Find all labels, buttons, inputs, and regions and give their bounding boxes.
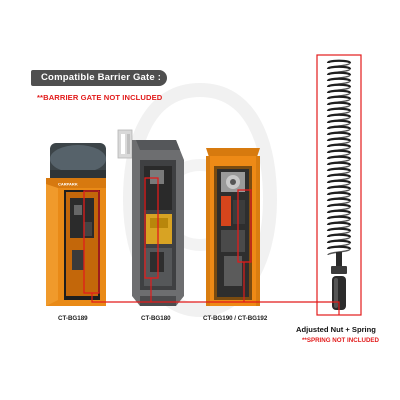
spring-coil	[326, 89, 352, 95]
connector-lines	[91, 262, 340, 315]
spring-coil	[326, 245, 352, 251]
brand-text: CARPARK	[58, 182, 78, 187]
spring-coil	[326, 77, 352, 83]
spring-coil	[326, 239, 352, 245]
spring-coil	[326, 101, 352, 107]
label-ct-bg180: CT-BG180	[141, 315, 171, 322]
spring-coil	[326, 107, 352, 113]
spring-coil	[326, 65, 352, 71]
spring-coil	[326, 197, 352, 203]
compatible-header: Compatible Barrier Gate :	[31, 70, 167, 86]
spring-coil	[326, 185, 352, 191]
spring-coil	[326, 143, 352, 149]
spring-coil	[326, 59, 352, 65]
spring-coil	[326, 209, 352, 215]
spring-coil	[326, 221, 352, 227]
spring-with-adjusted-nut	[316, 54, 362, 316]
spring-coil	[326, 113, 352, 119]
spring-coil	[326, 167, 352, 173]
spring-coil	[326, 227, 352, 233]
spring-coil	[326, 161, 352, 167]
barrier-gate-ct-bg180	[117, 129, 184, 306]
barrier-gate-ct-bg190	[206, 148, 260, 306]
spring-coil	[326, 137, 352, 143]
spring-coil	[326, 233, 352, 239]
spring-coil	[326, 155, 352, 161]
spring-coil	[326, 149, 352, 155]
spring-coil	[326, 131, 352, 137]
spring-coil	[326, 173, 352, 179]
label-ct-bg190-bg192: CT-BG190 / CT-BG192	[203, 315, 268, 322]
spring-coil	[326, 203, 352, 209]
spring-not-included-note: **SPRING NOT INCLUDED	[302, 337, 380, 344]
barrier-gate-ct-bg189: CARPARK	[46, 143, 106, 306]
spring-coil	[326, 215, 352, 221]
spring-coil	[326, 83, 352, 89]
spring-coil	[326, 95, 352, 101]
label-ct-bg189: CT-BG189	[58, 315, 88, 322]
spring-coil	[326, 119, 352, 125]
spring-title: Adjusted Nut + Spring	[296, 325, 376, 334]
spring-coil	[326, 125, 352, 131]
barrier-not-included-note: **BARRIER GATE NOT INCLUDED	[37, 93, 163, 102]
spring-coil	[326, 191, 352, 197]
spring-coil	[326, 71, 352, 77]
spring-coil	[326, 179, 352, 185]
